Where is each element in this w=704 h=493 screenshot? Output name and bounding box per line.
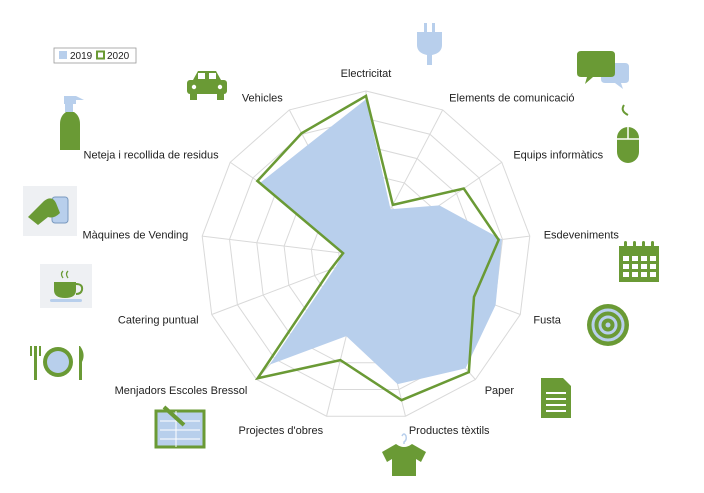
axis-label-paper: Paper xyxy=(485,385,515,397)
vending-hand-icon xyxy=(23,186,77,236)
axis-label-catering-puntual: Catering puntual xyxy=(118,314,199,326)
legend-swatch-2020 xyxy=(96,50,105,60)
axis-label-esdeveniments: Esdeveniments xyxy=(544,229,620,241)
axis-label-fusta: Fusta xyxy=(533,314,561,326)
plug-icon xyxy=(417,23,442,65)
grid-ring-5 xyxy=(228,117,504,391)
axis-label-elements-de-comunicacio: Elements de comunicació xyxy=(449,93,574,105)
computer-mouse-icon xyxy=(617,104,639,163)
car-icon xyxy=(187,71,227,100)
series-2020-line xyxy=(254,94,501,402)
axis-label-productes-textils: Productes tèxtils xyxy=(409,425,490,437)
grid-ring-4 xyxy=(256,145,476,364)
grid-spoke-maquines-de-vending xyxy=(202,235,367,257)
calendar-icon xyxy=(619,241,659,282)
axis-label-electricitat: Electricitat xyxy=(341,68,392,80)
series-2019-area xyxy=(260,99,502,385)
plate-cutlery-icon xyxy=(30,346,84,380)
axis-label-maquines-de-vending: Màquines de Vending xyxy=(82,229,188,241)
legend-label-2019: 2019 xyxy=(70,51,93,62)
axis-label-projectes-d-obres: Projectes d'obres xyxy=(239,425,324,437)
legend: 2019 2020 xyxy=(53,47,137,64)
axis-label-neteja-i-recollida-de-residus: Neteja i recollida de residus xyxy=(84,149,220,161)
blueprint-icon xyxy=(154,405,206,449)
grid-ring-6 xyxy=(201,90,531,417)
coffee-cup-icon xyxy=(40,264,92,308)
legend-box xyxy=(53,47,137,64)
t-shirt-icon xyxy=(382,433,426,476)
legend-swatch-2019 xyxy=(59,51,67,59)
wood-rings-icon xyxy=(587,304,629,346)
legend-label-2020: 2020 xyxy=(107,51,130,62)
axis-label-equips-informatics: Equips informàtics xyxy=(513,149,603,161)
speech-bubbles-icon xyxy=(577,51,629,89)
axis-label-vehicles: Vehicles xyxy=(242,93,283,105)
series-layer xyxy=(254,94,502,402)
axis-label-menjadors-escoles-bressol: Menjadors Escoles Bressol xyxy=(115,385,248,397)
document-icon xyxy=(541,378,571,418)
spray-bottle-icon xyxy=(60,96,84,150)
category-icons xyxy=(23,23,659,476)
